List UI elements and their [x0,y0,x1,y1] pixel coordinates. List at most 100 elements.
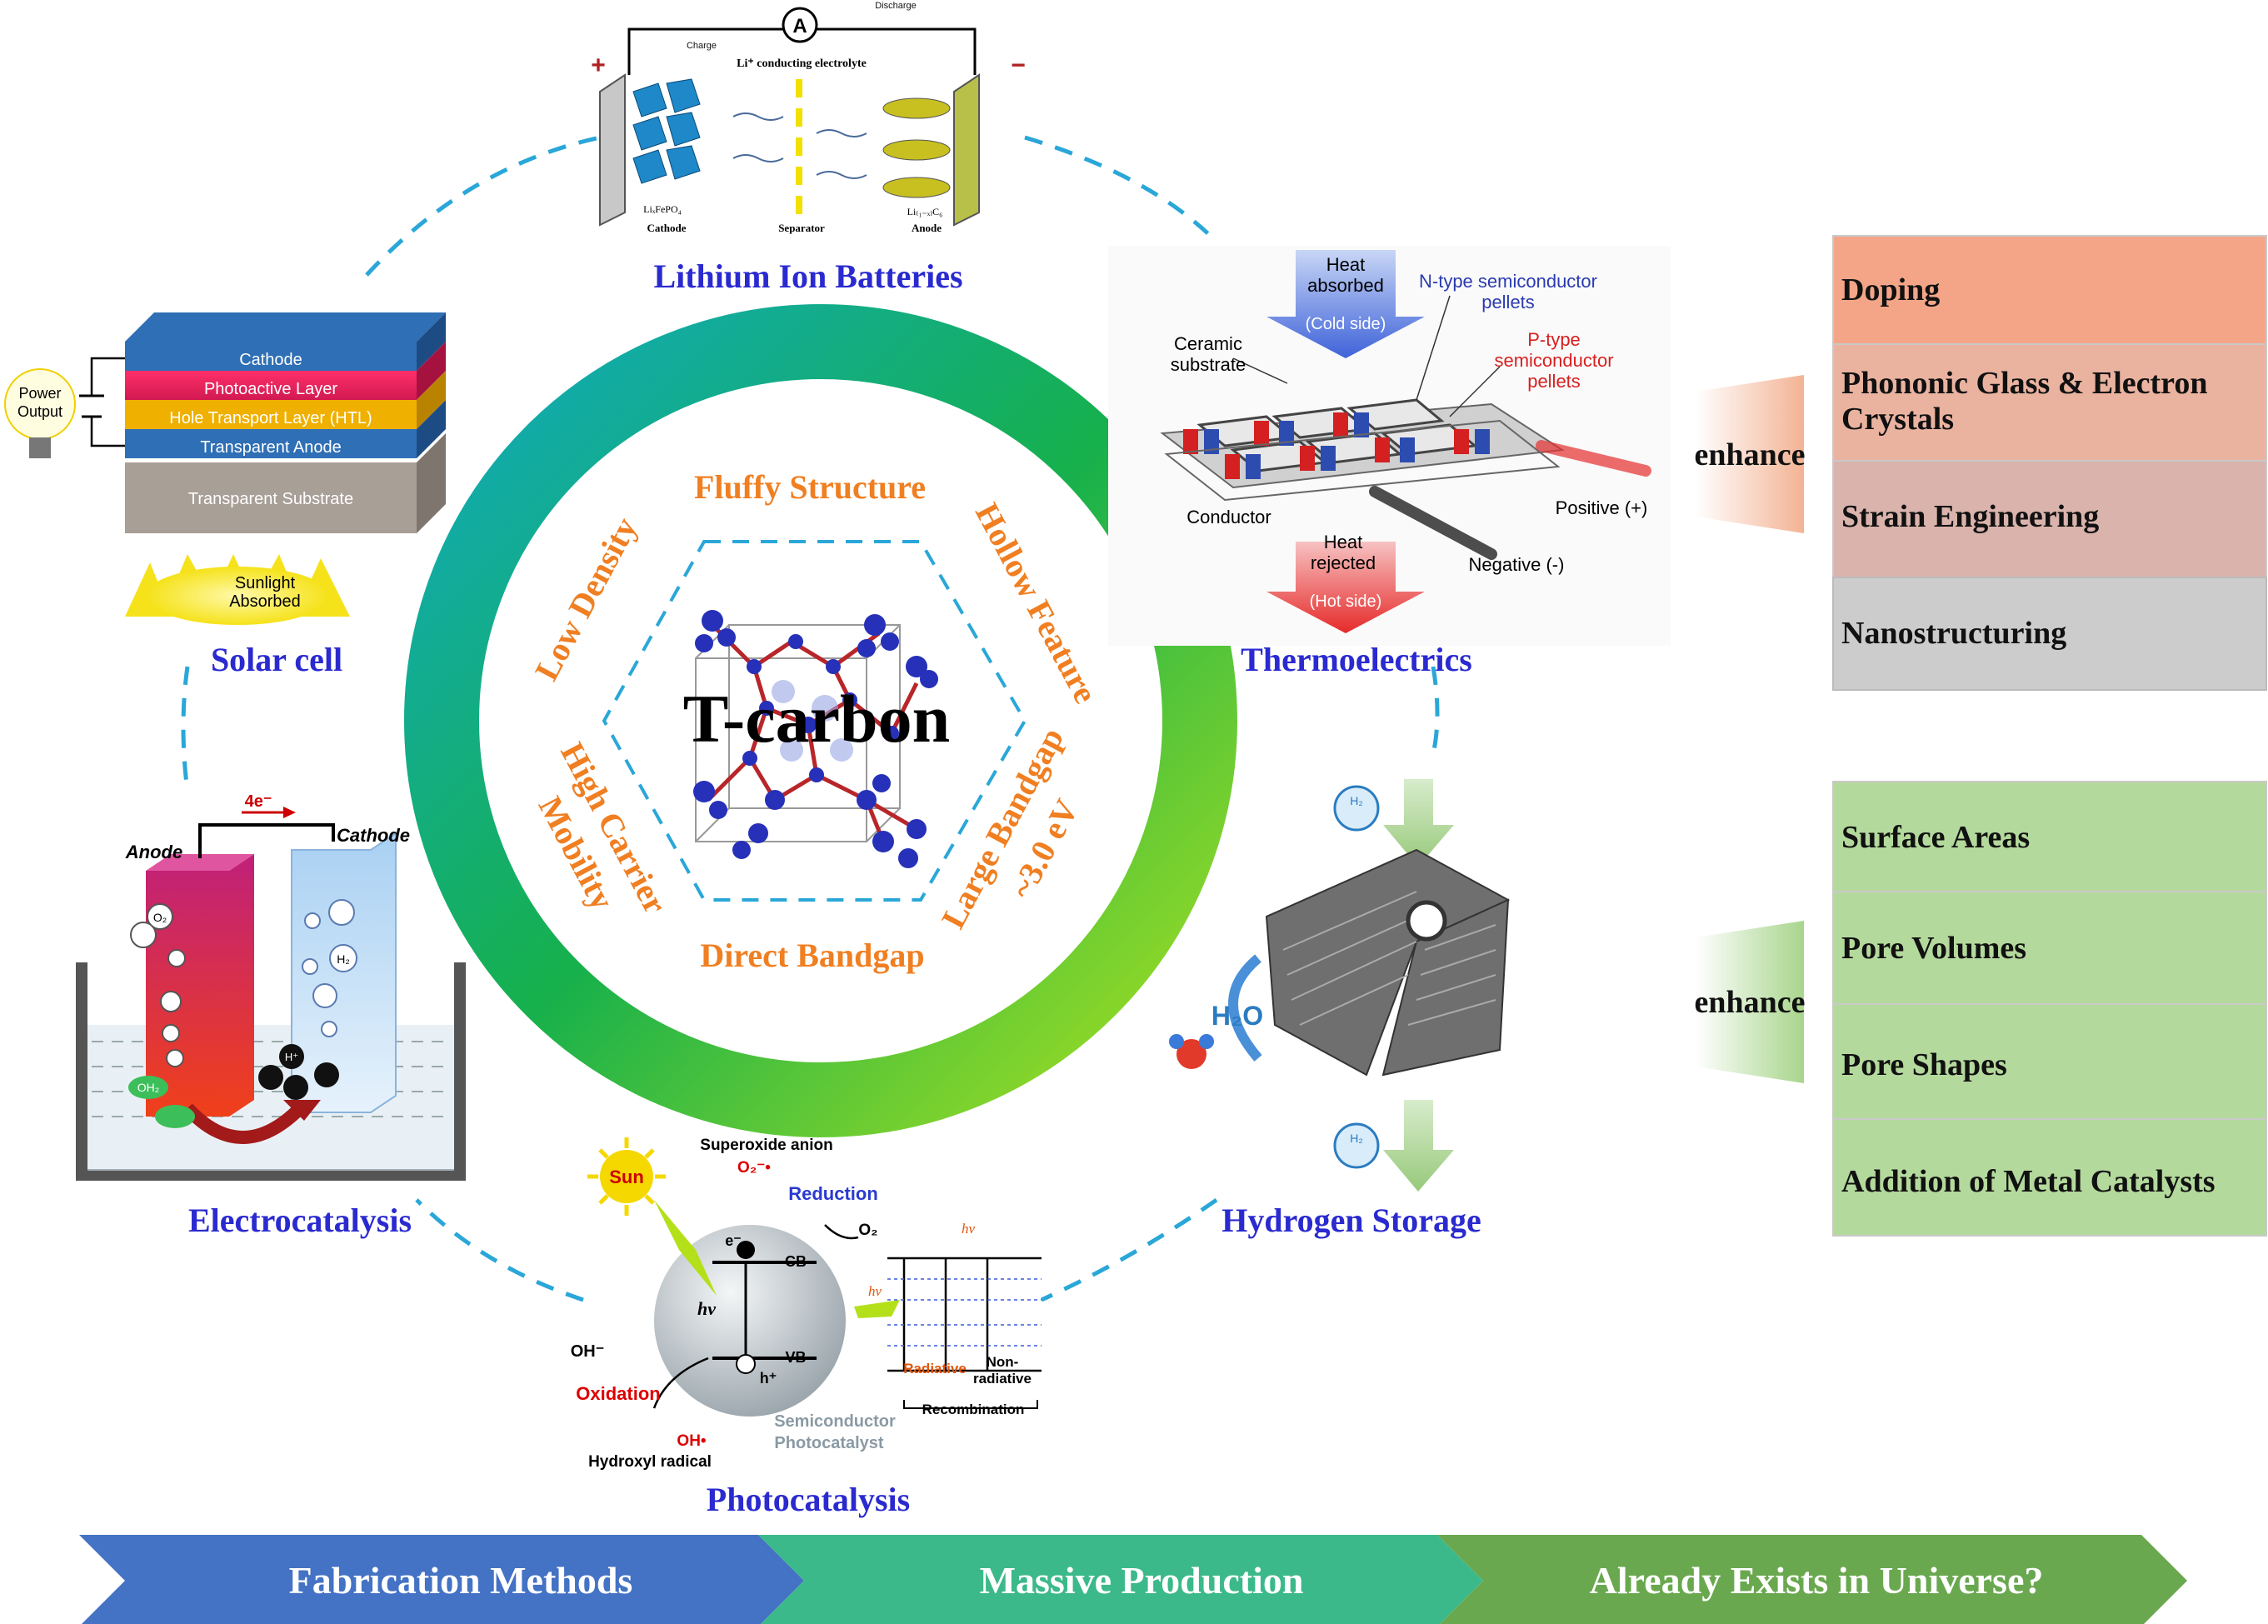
center-hexagon [602,540,1027,902]
thermo-hot-side: (Hot side) [1310,592,1382,611]
solar-layer-stack [125,312,446,533]
photo-hole: h⁺ [760,1370,777,1387]
photo-o2: O₂ [858,1222,877,1239]
photo-hv: hν [697,1298,716,1319]
photo-o2-radical: O₂⁻• [737,1159,771,1177]
solar-layer-substrate: Transparent Substrate [188,490,353,508]
enhance-label-storage: enhance [1695,985,1806,1020]
label-solar-cell: Solar cell [211,641,342,678]
h2o-label: H₂O [1211,1001,1263,1031]
photo-recombination: Recombination [922,1402,1025,1417]
arrow-universe [1437,1535,2187,1624]
battery-separator-label: Separator [778,222,825,234]
t-carbon-structure [693,610,938,868]
photocatalysis-illustration: Sun Superoxide anion O₂⁻• Reduction O₂ e… [571,1137,1042,1471]
photo-hv-top: hν [962,1221,976,1237]
photo-reduction: Reduction [788,1183,878,1204]
photo-oxidation: Oxidation [576,1383,660,1404]
power-output-label-2: Output [17,403,62,420]
prop-hollow: Hollow Feature [968,497,1105,709]
solar-layer-anode: Transparent Anode [200,438,341,457]
photo-electron: e⁻ [725,1232,742,1249]
sunlight-label-2: Absorbed [229,592,301,611]
center-title: T-carbon [683,681,950,757]
electro-cathode: Cathode [337,825,410,846]
arrow-production-label: Massive Production [980,1559,1304,1602]
hydrogen-storage-illustration: H₂ H₂ H₂O [1169,779,1511,1192]
photo-oh-radical: OH• [677,1432,707,1450]
photo-hv-right: hν [868,1283,882,1299]
strategy-nano [1832,577,2267,691]
electrolyte-label: Li⁺ conducting electrolyte [737,57,867,70]
strategy-phononic-label-1: Phononic Glass & Electron [1841,366,2208,401]
electro-anode: Anode [125,842,182,862]
plus-terminal: + [591,52,606,79]
photo-radiative: Radiative [903,1361,967,1377]
charge-top: Charge [687,41,717,51]
h2-bottom-label: H₂ [1350,1132,1363,1145]
thermo-ptype-3: pellets [1527,371,1581,392]
h2-molecule-icon [1333,785,1380,832]
strategy-metal-catalysts [1832,1118,2267,1237]
battery-illustration: A Charge Discharge Li⁺ conducting electr… [591,1,1026,234]
photo-nonrad-2: radiative [973,1371,1032,1387]
photo-cb: CB [785,1253,807,1270]
thermo-ptype-1: P-type [1527,329,1581,350]
photo-sun: Sun [609,1167,644,1187]
strategy-phononic [1832,343,2267,462]
ammeter-label: A [792,15,807,37]
strategy-pore-shapes [1832,1003,2267,1120]
strategy-pore-volumes-label: Pore Volumes [1841,931,2026,966]
thermo-ntype-2: pellets [1481,292,1535,312]
solar-layer-cathode: Cathode [239,351,302,369]
label-electrocatalysis: Electrocatalysis [188,1202,412,1239]
electro-h2: H₂ [337,952,350,966]
center-ring [404,304,1237,1137]
strategy-nano-label: Nanostructuring [1841,616,2066,651]
discharge-top: Discharge [875,1,917,11]
strategy-pore-shapes-label: Pore Shapes [1841,1047,2007,1082]
strategy-strain [1832,460,2267,578]
water-molecule-icon [1169,1034,1214,1069]
thermo-heat-absorbed-1: Heat [1326,254,1365,275]
electrocatalysis-illustration: Anode Cathode 4e⁻ O₂ H₂ H⁺ OH₂ [76,792,466,1181]
thermo-ceramic-2: substrate [1171,354,1246,375]
anode-formula: Li₍₁₋ₓ₎C₆ [907,206,943,217]
arrow-production [758,1535,1483,1624]
arrow-fabrication-label: Fabrication Methods [289,1559,633,1602]
electro-hplus: H⁺ [285,1051,298,1063]
label-hydrogen-storage: Hydrogen Storage [1221,1202,1481,1239]
photo-sun-icon [587,1137,666,1216]
storage-enhance-group: enhance Surface Areas Pore Volumes Pore … [1695,781,2267,1237]
strategy-surface-areas-label: Surface Areas [1841,820,2030,855]
thermo-ptype-2: semiconductor [1494,350,1613,371]
thermo-enhance-group: enhance Doping Phononic Glass & Electron… [1695,235,2267,691]
power-output-label-1: Power [18,385,61,402]
thermo-conductor: Conductor [1186,507,1271,527]
photo-semiconductor-2: Photocatalyst [774,1434,883,1452]
thermo-cold-side: (Cold side) [1306,315,1386,333]
photo-vb: VB [785,1349,806,1366]
strategy-pore-volumes [1832,891,2267,1005]
prop-direct-bandgap: Direct Bandgap [700,937,924,974]
minus-terminal: − [1011,52,1026,79]
arrow-universe-label: Already Exists in Universe? [1590,1559,2044,1602]
photo-semiconductor-1: Semiconductor [774,1412,896,1431]
strategy-metal-catalysts-label: Addition of Metal Catalysts [1841,1164,2216,1199]
sun-icon [125,554,350,625]
thermo-heat-rejected-2: rejected [1311,552,1376,573]
strategy-phononic-label-2: Crystals [1841,402,1954,437]
electro-o2: O₂ [153,911,167,924]
strategy-doping-label: Doping [1841,272,1940,307]
solar-layer-photoactive: Photoactive Layer [204,380,337,398]
thermo-positive: Positive (+) [1556,497,1648,518]
thermo-ceramic-1: Ceramic [1174,333,1242,354]
thermo-heat-absorbed-2: absorbed [1307,275,1384,296]
thermoelectric-illustration: Heat absorbed (Cold side) N-type semicon… [1108,246,1671,646]
photo-nonrad-1: Non- [987,1354,1019,1370]
photo-oh: OH⁻ [571,1342,605,1361]
battery-anode-label: Anode [912,222,942,234]
electro-oh2: OH₂ [137,1081,159,1094]
photo-hydroxyl: Hydroxyl radical [588,1453,712,1471]
